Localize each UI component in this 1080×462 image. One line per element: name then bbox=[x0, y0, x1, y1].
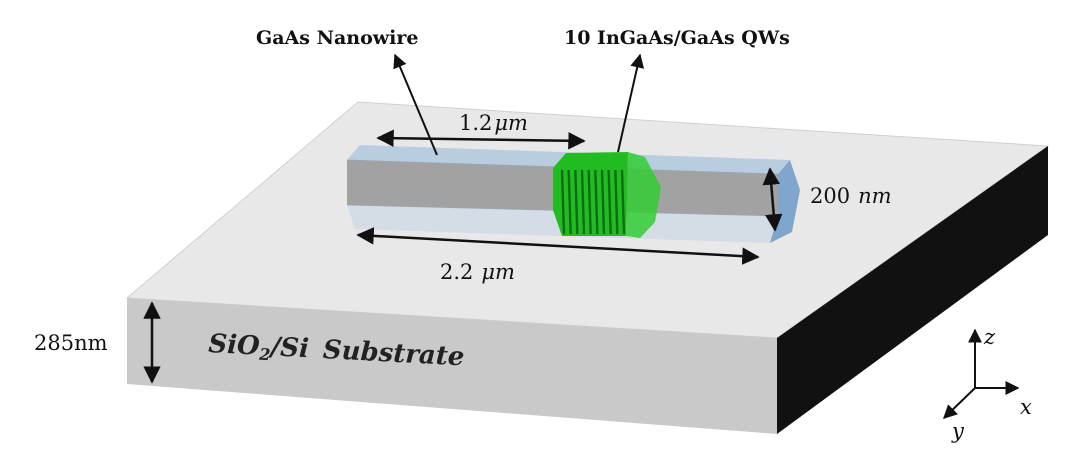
quantum-well-stripe bbox=[614, 169, 619, 235]
quantum-well-stripe bbox=[587, 169, 592, 235]
qw-pointer-arrow bbox=[617, 53, 645, 153]
quantum-well-stripe bbox=[580, 169, 586, 235]
quantum-well-stripe bbox=[607, 169, 612, 235]
z-axis-label: z bbox=[983, 325, 996, 349]
qw-cap-facet bbox=[626, 152, 661, 238]
coordinate-axes: z x y bbox=[942, 325, 1032, 443]
y-axis bbox=[942, 387, 976, 419]
quantum-well-stripe bbox=[574, 169, 579, 235]
thickness-label: 285nm bbox=[34, 331, 108, 355]
quantum-well-section bbox=[553, 152, 661, 238]
segment-length-arrow bbox=[376, 129, 586, 150]
quantum-well-stripe bbox=[567, 169, 572, 235]
segment-length-label: 1.2μm bbox=[459, 111, 528, 135]
substrate-front-face bbox=[127, 298, 777, 434]
nanowire-pointer-arrow bbox=[393, 53, 438, 156]
substrate bbox=[125, 101, 1050, 434]
x-axis-label: x bbox=[1020, 395, 1032, 419]
total-length-arrow bbox=[356, 227, 760, 265]
qw-label: 10 InGaAs/GaAs QWs bbox=[564, 27, 790, 49]
diameter-arrow bbox=[762, 167, 783, 232]
quantum-well-stripe bbox=[560, 169, 566, 235]
y-axis-label: y bbox=[951, 419, 965, 443]
quantum-well-stripe bbox=[600, 169, 606, 235]
nanowire-label: GaAs Nanowire bbox=[256, 27, 418, 49]
quantum-well-stripe bbox=[594, 169, 599, 235]
substrate-side-face bbox=[777, 146, 1048, 434]
qw-stripes bbox=[560, 169, 626, 235]
quantum-well-stripe bbox=[620, 169, 626, 235]
